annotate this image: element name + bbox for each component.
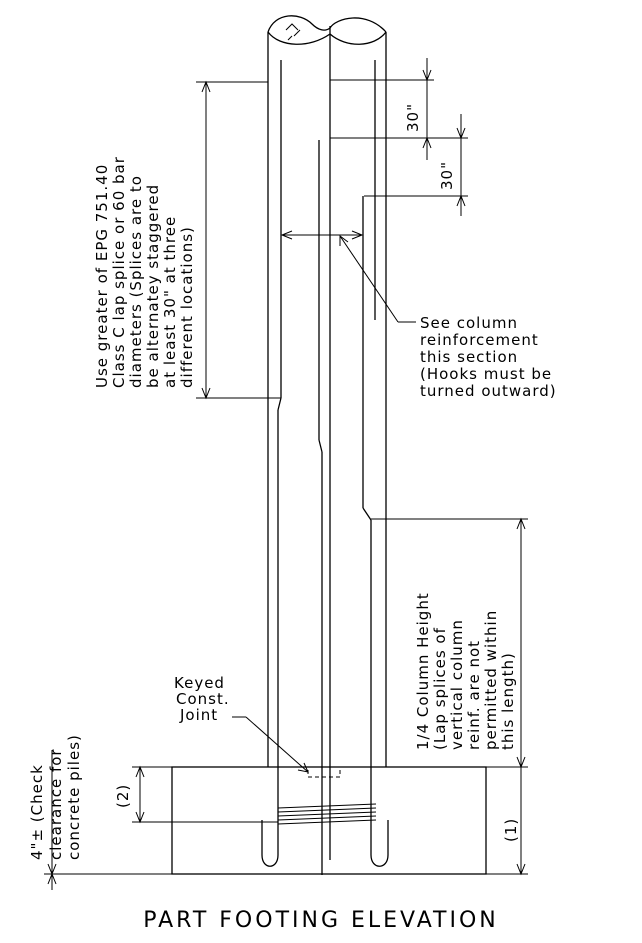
quarter-height-line-4: reinf. are not <box>465 640 483 750</box>
clearance-line-1: 4"± (Check <box>28 764 46 860</box>
column-reinf-line-5: turned outward) <box>420 382 557 400</box>
column-reinf-line-1: See column <box>420 314 518 332</box>
splice-note-line-1: Use greater of EPG 751.40 <box>93 164 111 388</box>
quarter-height-line-6: this length) <box>499 652 517 750</box>
keyed-joint <box>307 766 341 778</box>
svg-text:Use greater of EPG 751.40: Use greater of EPG 751.40 Class C lap sp… <box>93 150 196 388</box>
footing-depth-dimension <box>486 767 528 876</box>
stagger-label-1: 30" <box>404 103 422 132</box>
quarter-height-line-3: vertical column <box>448 619 466 750</box>
keyed-joint-line-3: Joint <box>179 706 218 724</box>
svg-text:See column reinforcement: See column reinforcement this section (H… <box>420 314 558 400</box>
break-symbol-icon <box>285 23 301 41</box>
spiral-depth-dimension <box>132 765 278 824</box>
bar-spacing-dimension <box>280 230 364 240</box>
splice-note-line-3: diameters (Splices are to <box>127 175 145 388</box>
column-reinf-line-3: this section <box>420 348 518 366</box>
column-outline <box>267 15 387 767</box>
quarter-height-line-2: (Lap splices of <box>431 627 449 750</box>
splice-note-line-6: different locations) <box>178 226 196 388</box>
left-column-bars <box>261 60 282 867</box>
spiral-reinforcement <box>277 803 377 825</box>
splice-note-line-2: Class C lap splice or 60 bar <box>110 156 128 388</box>
clearance-line-2: clearance for <box>47 748 65 860</box>
svg-text:1/4 Column Height (Lap spl: 1/4 Column Height (Lap splices of vertic… <box>414 587 517 751</box>
column-reinf-line-2: reinforcement <box>420 331 539 349</box>
svg-text:Keyed Const. Joint: Keyed Const. Joint <box>174 674 235 724</box>
keyed-joint-line-2: Const. <box>176 690 230 708</box>
clearance-line-3: concrete piles) <box>65 734 83 860</box>
footing-depth-label: (1) <box>502 818 520 842</box>
drawing-title: PART FOOTING ELEVATION <box>143 908 498 933</box>
quarter-height-line-1: 1/4 Column Height <box>414 592 432 750</box>
keyed-joint-line-1: Keyed <box>174 674 225 692</box>
stagger-label-2: 30" <box>438 161 456 190</box>
svg-text:4"± (Check clearance for: 4"± (Check clearance for concrete piles) <box>28 734 83 860</box>
splice-note-line-4: be alternatey staggered <box>144 184 162 388</box>
spiral-depth-label: (2) <box>114 784 132 808</box>
right-column-bars <box>362 60 389 867</box>
splice-note-line-5: at least 30" at three <box>161 216 179 388</box>
middle-column-bars <box>318 60 331 875</box>
stagger-dimension-2 <box>330 114 468 216</box>
footing <box>160 766 487 875</box>
keyed-joint-leader <box>232 716 309 773</box>
splice-length-dimension <box>196 80 281 400</box>
column-reinf-line-4: (Hooks must be <box>420 365 552 383</box>
clearance-dimension <box>44 750 160 890</box>
column-reinf-leader <box>339 235 416 323</box>
quarter-height-line-5: permitted within <box>482 610 500 750</box>
